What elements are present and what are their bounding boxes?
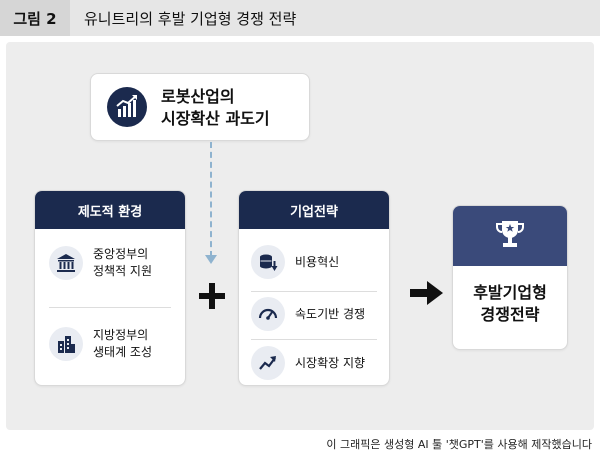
list-item: 지방정부의 생태계 조성 — [49, 327, 185, 361]
figure-caption: 이 그래픽은 생성형 AI 툴 '챗GPT'를 사용해 제작했습니다 — [326, 438, 592, 451]
list-item: 비용혁신 — [251, 245, 389, 279]
list-item: 속도기반 경쟁 — [251, 297, 389, 331]
institutional-environment-box: 제도적 환경 중앙정부의 정책적 지원 — [34, 190, 186, 386]
competitive-strategy-text: 후발기업형 경쟁전략 — [453, 282, 567, 326]
market-transition-line2: 시장확산 과도기 — [161, 109, 270, 128]
strategy-item-label: 비용혁신 — [295, 254, 340, 269]
corporate-strategy-title: 기업전략 — [239, 191, 389, 229]
figure-label: 그림 2 — [0, 0, 70, 36]
corporate-strategy-box: 기업전략 비용혁신 속도기반 경쟁 — [238, 190, 390, 386]
environment-item-line2: 생태계 조성 — [93, 345, 153, 359]
environment-item-line1: 지방정부의 — [93, 328, 149, 342]
competitive-strategy-box: 후발기업형 경쟁전략 — [452, 205, 568, 350]
market-transition-box: 로봇산업의 시장확산 과도기 — [90, 73, 310, 141]
trend-up-icon — [251, 346, 285, 380]
trophy-icon — [493, 217, 527, 255]
government-building-icon — [49, 246, 83, 280]
market-transition-line1: 로봇산업의 — [161, 87, 235, 106]
divider — [251, 339, 377, 340]
market-transition-text: 로봇산업의 시장확산 과도기 — [161, 86, 301, 130]
speedometer-icon — [251, 297, 285, 331]
list-item: 시장확장 지향 — [251, 346, 389, 380]
trophy-header — [453, 206, 567, 266]
figure-header: 그림 2 유니트리의 후발 기업형 경쟁 전략 — [0, 0, 600, 36]
institutional-environment-title: 제도적 환경 — [35, 191, 185, 229]
environment-item-text: 지방정부의 생태계 조성 — [93, 327, 152, 361]
divider — [49, 307, 171, 308]
dashed-arrow-head-icon — [205, 255, 217, 264]
growth-chart-icon — [107, 87, 147, 127]
environment-item-text: 중앙정부의 정책적 지원 — [93, 246, 152, 280]
figure-title: 유니트리의 후발 기업형 경쟁 전략 — [84, 9, 297, 28]
plus-icon — [199, 283, 225, 309]
coin-down-icon — [251, 245, 285, 279]
competitive-strategy-line2: 경쟁전략 — [480, 305, 540, 324]
competitive-strategy-line1: 후발기업형 — [473, 283, 547, 302]
environment-item-line1: 중앙정부의 — [93, 247, 149, 261]
city-buildings-icon — [49, 327, 83, 361]
dashed-connector — [210, 142, 212, 257]
right-arrow-icon — [410, 280, 444, 310]
environment-item-line2: 정책적 지원 — [93, 264, 153, 278]
strategy-item-label: 속도기반 경쟁 — [295, 306, 366, 321]
list-item: 중앙정부의 정책적 지원 — [49, 246, 185, 280]
divider — [251, 291, 377, 292]
strategy-item-label: 시장확장 지향 — [295, 355, 366, 370]
